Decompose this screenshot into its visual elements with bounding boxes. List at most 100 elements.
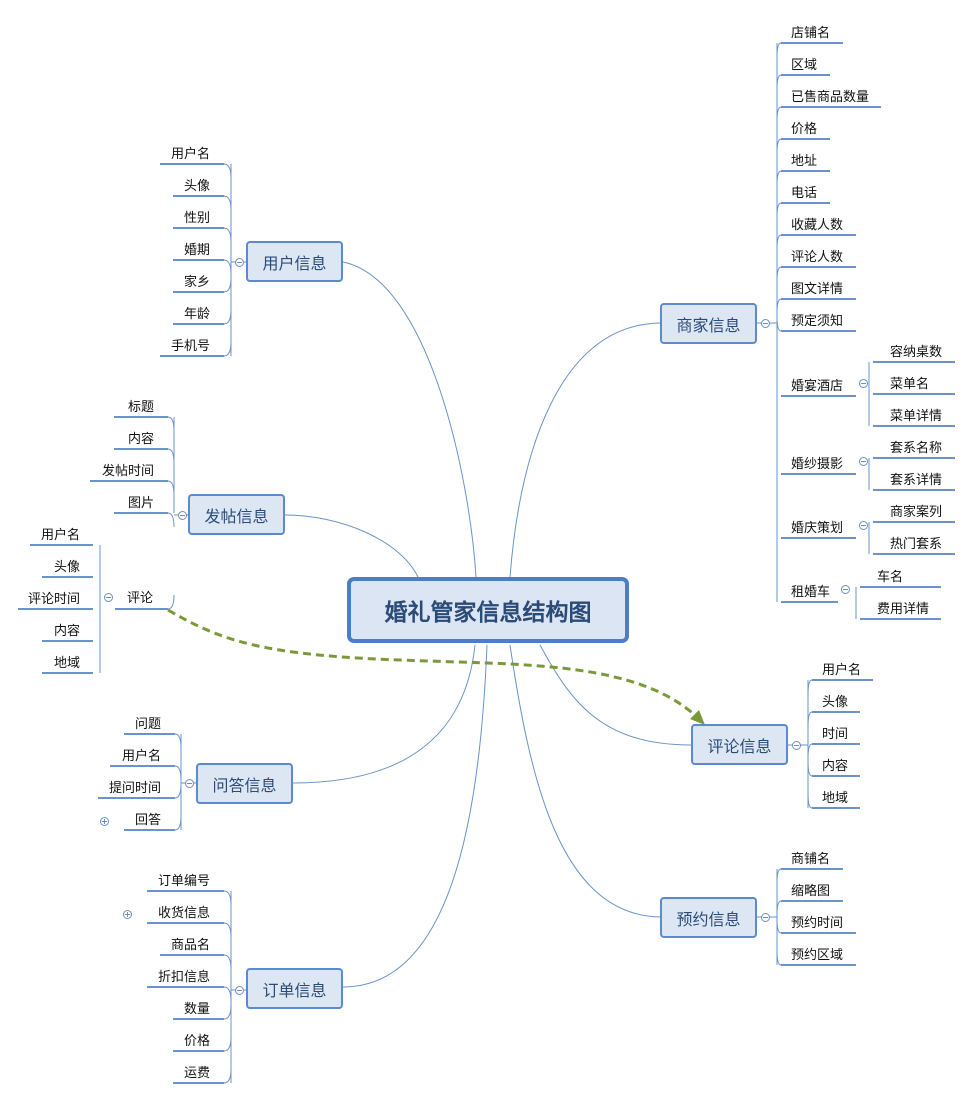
- order_info-item-connector: [223, 1036, 232, 1052]
- merchant_info-item-1[interactable]: 区域: [791, 58, 818, 73]
- merchant_info-item-connector: [776, 316, 782, 332]
- order_info-item-connector: [223, 922, 232, 938]
- user_info-item-6[interactable]: 手机号: [170, 339, 210, 354]
- booking_info-item-connector: [776, 900, 782, 916]
- comment-item-1[interactable]: 头像: [53, 560, 80, 575]
- booking_info-item-2[interactable]: 预约时间: [791, 916, 844, 931]
- merchant_info-item-7[interactable]: 评论人数: [791, 250, 844, 265]
- merchant_info-item-connector: [776, 74, 782, 90]
- merchant-group-2[interactable]: 婚庆策划: [791, 521, 844, 536]
- order_info-item-6[interactable]: 运费: [183, 1066, 210, 1081]
- post_info-node[interactable]: 发帖信息: [188, 494, 285, 535]
- merchant-sub-item[interactable]: 容纳桌数: [890, 345, 943, 360]
- user_info-item-5[interactable]: 年龄: [183, 307, 210, 322]
- merchant_info-item-connector: [776, 170, 782, 186]
- collapse-icon[interactable]: [858, 520, 868, 530]
- merchant-group-3[interactable]: 租婚车: [791, 585, 831, 600]
- central-topic[interactable]: 婚礼管家信息结构图: [347, 577, 629, 643]
- merchant-sub-item[interactable]: 车名: [877, 570, 904, 585]
- review_info-item-connector: [807, 793, 813, 809]
- booking_info-item-connector: [776, 918, 782, 934]
- qa_info-item-1[interactable]: 用户名: [121, 749, 161, 764]
- review_info-item-4[interactable]: 地域: [822, 791, 849, 806]
- booking_info-item-0[interactable]: 商铺名: [791, 852, 831, 867]
- collapse-icon[interactable]: [858, 378, 868, 388]
- order_info-item-1[interactable]: 收货信息: [157, 906, 210, 921]
- merchant_info-item-6[interactable]: 收藏人数: [791, 218, 844, 233]
- merchant-sub-item[interactable]: 套系名称: [890, 441, 943, 456]
- user_info-item-connector: [223, 163, 232, 179]
- user_info-node[interactable]: 用户信息: [246, 241, 343, 282]
- merchant-sub-item[interactable]: 商家案列: [890, 505, 943, 520]
- merchant_info-item-5[interactable]: 电话: [791, 186, 818, 201]
- merchant_info-item-2[interactable]: 已售商品数量: [791, 90, 870, 105]
- link-order-info: [342, 644, 488, 988]
- order_info-node[interactable]: 订单信息: [246, 968, 343, 1009]
- merchant_info-item-9[interactable]: 预定须知: [791, 314, 844, 329]
- order_info-item-5[interactable]: 价格: [183, 1034, 210, 1049]
- merchant_info-item-connector: [776, 234, 782, 250]
- collapse-icon[interactable]: [840, 584, 850, 594]
- review_info-node[interactable]: 评论信息: [691, 724, 788, 765]
- merchant-sub-item[interactable]: 菜单详情: [890, 409, 943, 424]
- comment-item-2[interactable]: 评论时间: [27, 592, 80, 607]
- collapse-icon[interactable]: [234, 257, 244, 267]
- merchant_info-item-4[interactable]: 地址: [791, 154, 818, 169]
- expand-icon[interactable]: [122, 909, 132, 919]
- comment-label[interactable]: 评论: [126, 591, 153, 606]
- merchant-sub-item[interactable]: 菜单名: [890, 377, 930, 392]
- collapse-icon[interactable]: [858, 456, 868, 466]
- merchant_info-node[interactable]: 商家信息: [660, 303, 757, 344]
- comment-item-0[interactable]: 用户名: [40, 528, 80, 543]
- user_info-item-0[interactable]: 用户名: [170, 147, 210, 162]
- order_info-item-2[interactable]: 商品名: [170, 938, 210, 953]
- review_info-item-1[interactable]: 头像: [822, 695, 849, 710]
- post_info-item-3[interactable]: 图片: [127, 496, 154, 511]
- qa_info-item-3[interactable]: 回答: [134, 813, 161, 828]
- booking_info-item-1[interactable]: 缩略图: [791, 884, 831, 899]
- user_info-item-1[interactable]: 头像: [183, 179, 210, 194]
- review_info-item-0[interactable]: 用户名: [822, 663, 862, 678]
- comment-item-3[interactable]: 内容: [53, 624, 80, 639]
- post_info-item-0[interactable]: 标题: [127, 400, 154, 415]
- order_info-item-0[interactable]: 订单编号: [157, 874, 210, 889]
- merchant-group-1[interactable]: 婚纱摄影: [791, 457, 844, 472]
- collapse-icon[interactable]: [760, 318, 770, 328]
- user_info-item-4[interactable]: 家乡: [183, 275, 210, 290]
- collapse-icon[interactable]: [103, 592, 113, 602]
- post_info-item-1[interactable]: 内容: [127, 432, 154, 447]
- qa_info-item-2[interactable]: 提问时间: [108, 781, 161, 796]
- post_info-item-connector: [167, 512, 175, 528]
- collapse-icon[interactable]: [791, 740, 801, 750]
- merchant_info-item-connector: [776, 42, 782, 58]
- merchant_info-item-8[interactable]: 图文详情: [791, 282, 844, 297]
- merchant-sub-item[interactable]: 费用详情: [877, 602, 930, 617]
- merchant_info-item-connector: [776, 138, 782, 154]
- collapse-icon[interactable]: [177, 510, 187, 520]
- post_info-item-2[interactable]: 发帖时间: [101, 464, 154, 479]
- collapse-icon[interactable]: [184, 778, 194, 788]
- order_info-item-4[interactable]: 数量: [183, 1002, 210, 1017]
- qa_info-item-0[interactable]: 问题: [134, 717, 161, 732]
- merchant_info-item-3[interactable]: 价格: [791, 122, 818, 137]
- order_info-item-3[interactable]: 折扣信息: [157, 970, 210, 985]
- review_info-item-3[interactable]: 内容: [822, 759, 849, 774]
- expand-icon[interactable]: [99, 816, 109, 826]
- collapse-icon[interactable]: [760, 912, 770, 922]
- qa_info-node[interactable]: 问答信息: [196, 763, 293, 804]
- user_info-item-2[interactable]: 性别: [183, 211, 210, 226]
- booking_info-item-3[interactable]: 预约区域: [791, 948, 844, 963]
- comment-item-4[interactable]: 地域: [53, 656, 80, 671]
- merchant-sub-item[interactable]: 套系详情: [890, 473, 943, 488]
- merchant-group-0[interactable]: 婚宴酒店: [791, 379, 844, 394]
- booking_info-node[interactable]: 预约信息: [660, 897, 757, 938]
- collapse-icon[interactable]: [234, 985, 244, 995]
- qa_info-item-connector: [174, 783, 182, 799]
- review_info-item-2[interactable]: 时间: [822, 727, 849, 742]
- merchant_info-item-0[interactable]: 店铺名: [791, 26, 831, 41]
- user_info-item-3[interactable]: 婚期: [183, 243, 210, 258]
- link-qa-info: [292, 644, 476, 784]
- merchant-sub-item[interactable]: 热门套系: [890, 537, 943, 552]
